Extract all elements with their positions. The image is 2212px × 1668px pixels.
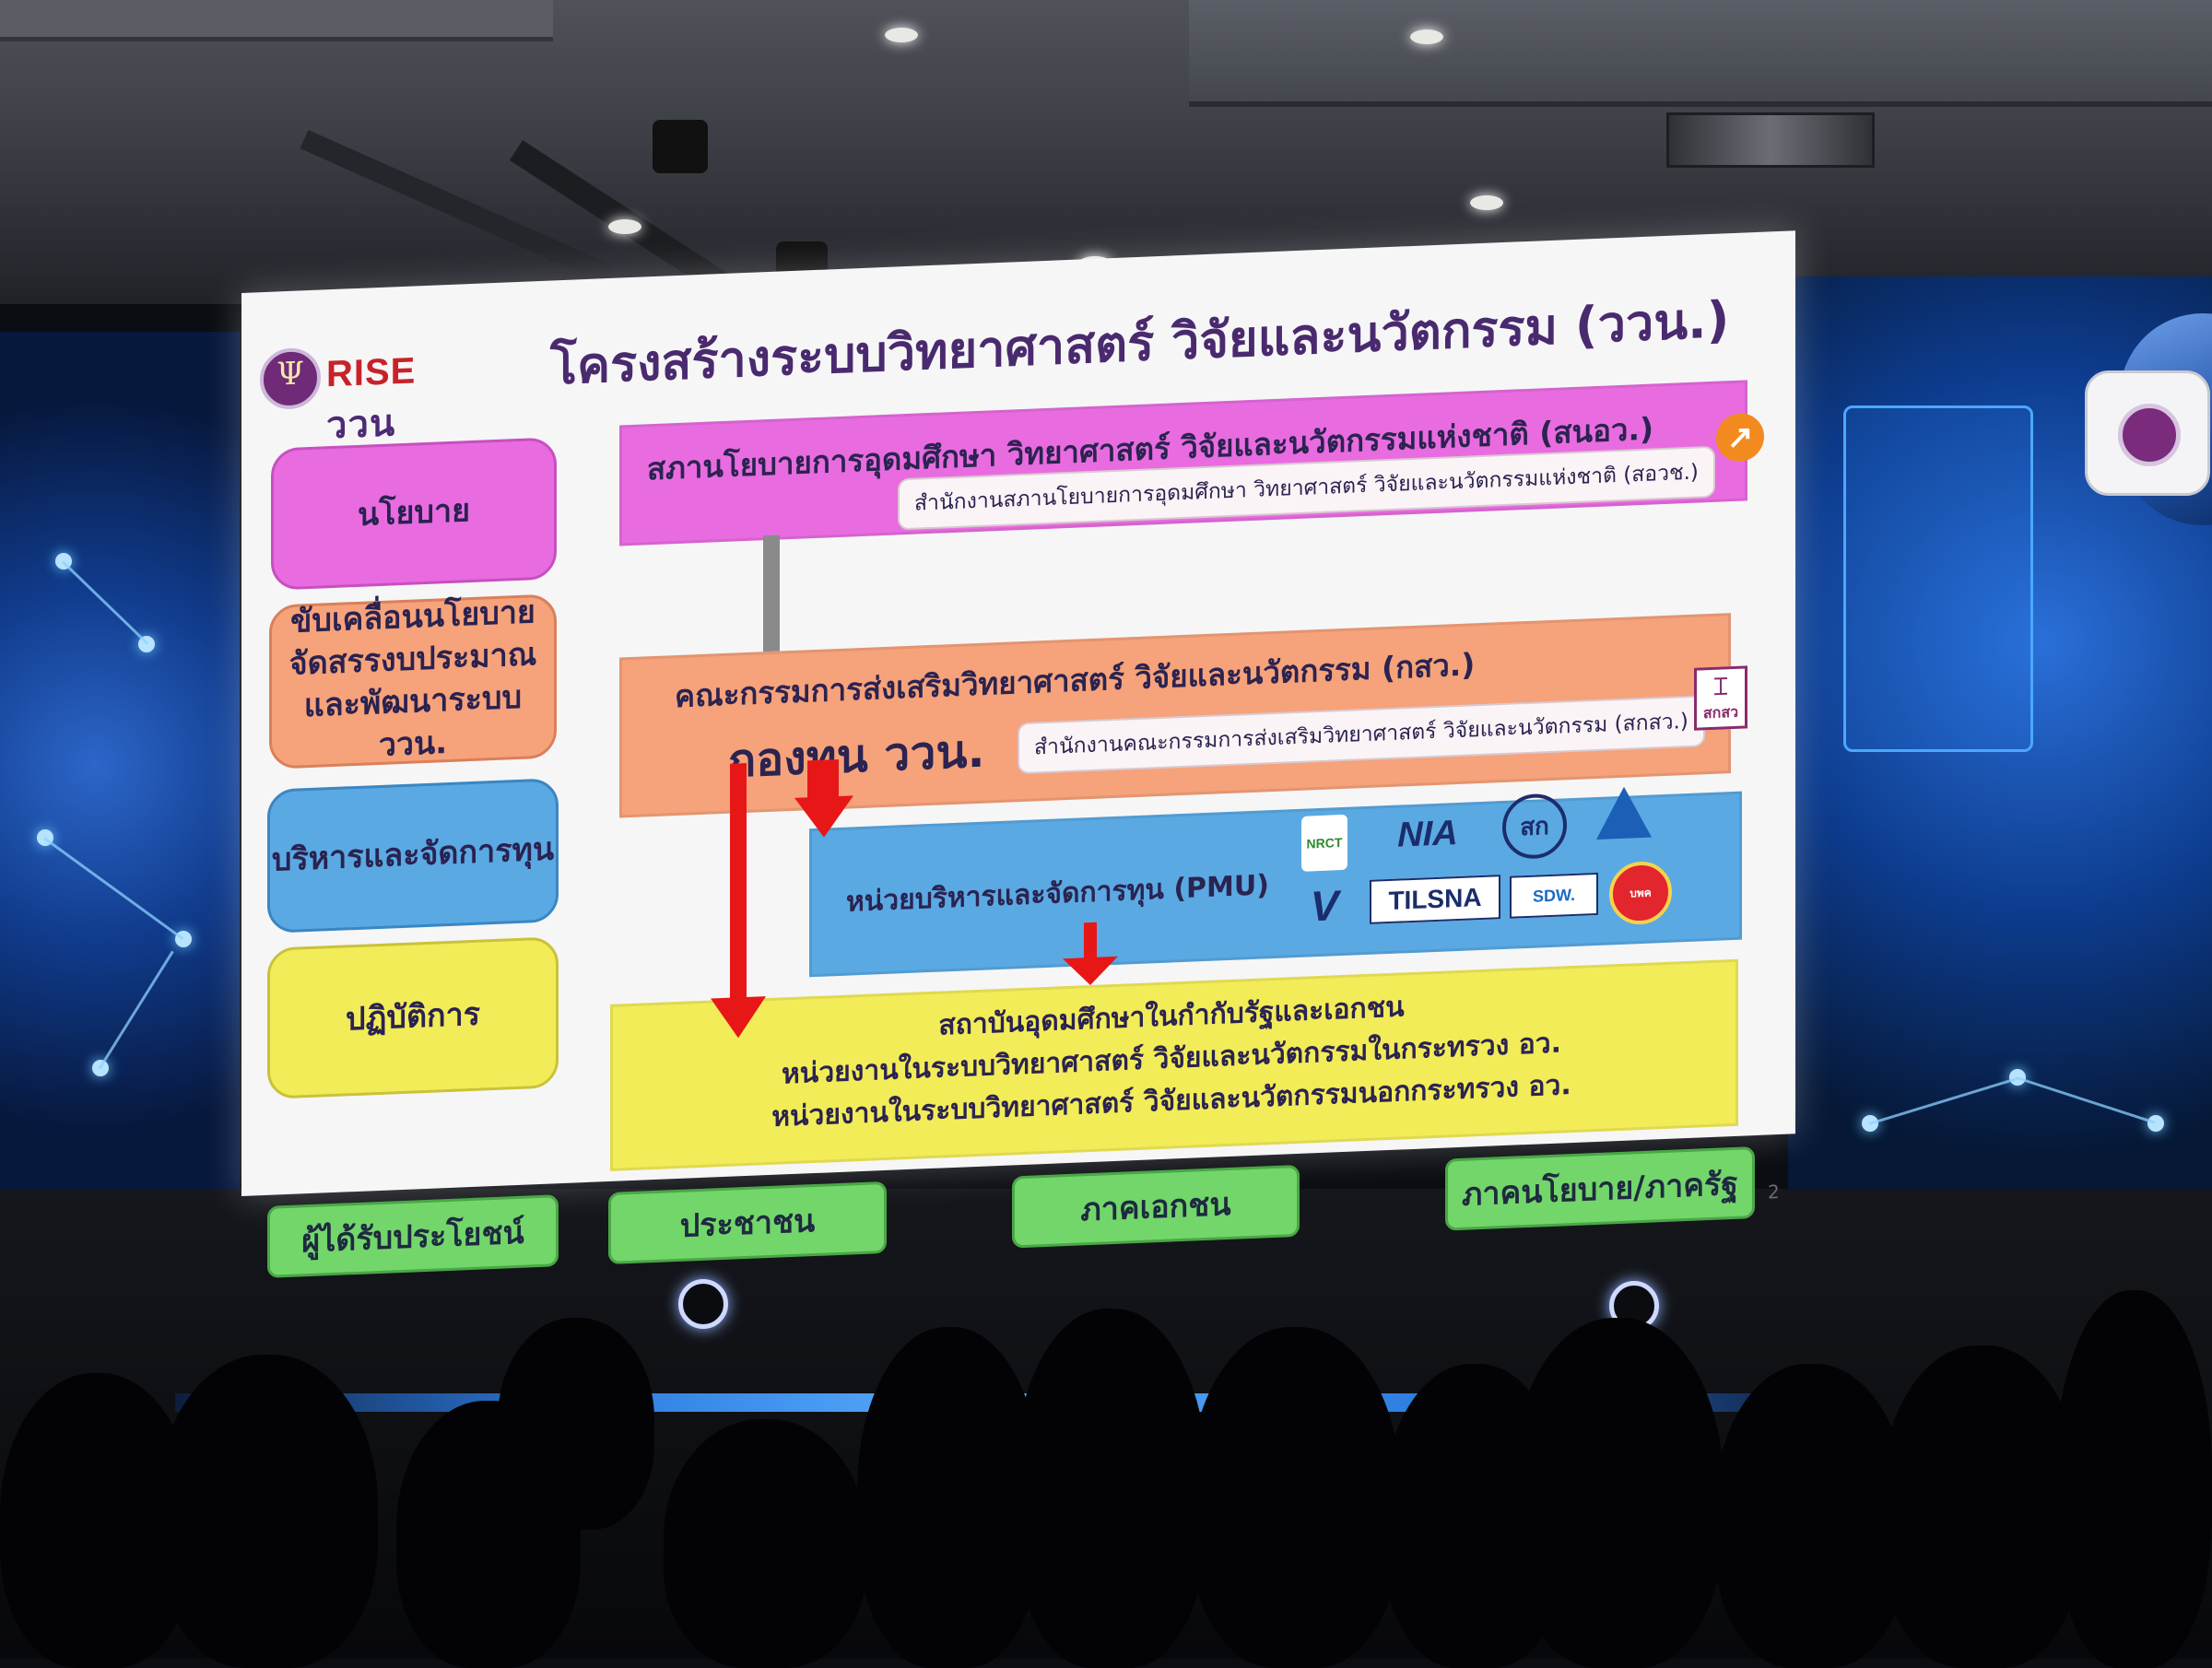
stage-spotlight <box>678 1279 728 1329</box>
arrow-head <box>794 795 853 839</box>
tsri-logo-icon: ⌶ สกสว <box>1694 665 1747 731</box>
downlight <box>1470 195 1503 210</box>
audience-head <box>1512 1318 1724 1668</box>
audience-head <box>157 1355 378 1668</box>
network-node <box>2147 1115 2164 1132</box>
audience-head <box>498 1318 654 1530</box>
beneficiaries-label: ผู้ได้รับประโยชน์ <box>267 1194 559 1278</box>
audience-head <box>1014 1309 1207 1668</box>
presentation-slide: RISE ววน โครงสร้างระบบวิทยาศาสตร์ วิจัยแ… <box>241 230 1795 1278</box>
screen-background-left <box>0 332 240 1198</box>
policy-drive-connector <box>763 534 780 652</box>
downlight <box>608 219 641 234</box>
side-logo-badge <box>2085 370 2210 496</box>
logo-rise: RISE <box>326 350 417 395</box>
pmu-to-operations-arrow <box>1084 922 1097 960</box>
hologram-panel <box>1843 405 2033 752</box>
rise-logo: RISE ววน <box>260 341 472 446</box>
ceiling-vent <box>1666 112 1875 168</box>
audience-head <box>857 1327 1041 1668</box>
audience-head <box>1714 1364 1908 1668</box>
v-logo-icon: V <box>1310 881 1339 931</box>
beneficiary-private: ภาคเอกชน <box>1012 1164 1300 1249</box>
fund-to-pmu-arrow <box>807 758 839 800</box>
beneficiary-public: ประชาชน <box>608 1181 887 1265</box>
level-policy: นโยบาย <box>271 437 557 591</box>
level-drive: ขับเคลื่อนนโยบาย จัดสรรงบประมาณ และพัฒนา… <box>269 593 557 769</box>
nxpo-logo-icon: ↗ <box>1716 412 1764 463</box>
audience-head <box>664 1419 866 1668</box>
page-number: 2 <box>1768 1180 1780 1204</box>
level-drive-line: และพัฒนาระบบ ววน. <box>303 678 523 764</box>
audience-head <box>1880 1345 2083 1668</box>
nia-logo-icon: NIA <box>1397 813 1458 855</box>
downlight <box>885 28 918 42</box>
fund-to-operations-arrow <box>730 762 747 1002</box>
emblem-icon <box>260 347 321 411</box>
downlight <box>1410 29 1443 44</box>
beneficiary-government: ภาคนโยบาย/ภาครัฐ <box>1445 1146 1755 1231</box>
tsri-logo-mark: ⌶ <box>1713 671 1728 700</box>
audience-head <box>1189 1327 1401 1668</box>
ceiling-panel-right <box>1189 0 2212 107</box>
sdw-logo-icon: SDW. <box>1510 872 1598 919</box>
level-fund-management: บริหารและจัดการทุน <box>267 778 559 934</box>
tilsna-logo-icon: TILSNA <box>1370 875 1500 924</box>
tsri-logo-text: สกสว <box>1702 704 1739 722</box>
pmub-logo-icon <box>1596 785 1652 840</box>
ceiling-panel <box>0 0 553 41</box>
audience-head <box>2055 1290 2212 1668</box>
arrow-head <box>711 996 766 1040</box>
ceiling-projector <box>653 120 708 173</box>
logo-org: ววน <box>326 403 396 447</box>
nrct-logo-icon: NRCT <box>1301 814 1347 872</box>
fund-label: กองทุน ววน. <box>728 723 985 788</box>
logo-text: RISE ววน <box>326 348 472 454</box>
slide-title: โครงสร้างระบบวิทยาศาสตร์ วิจัยและนวัตกรร… <box>550 290 1730 396</box>
arrow-head <box>1063 956 1118 987</box>
level-operations: ปฏิบัติการ <box>267 936 559 1099</box>
emblem-icon <box>2118 404 2181 466</box>
